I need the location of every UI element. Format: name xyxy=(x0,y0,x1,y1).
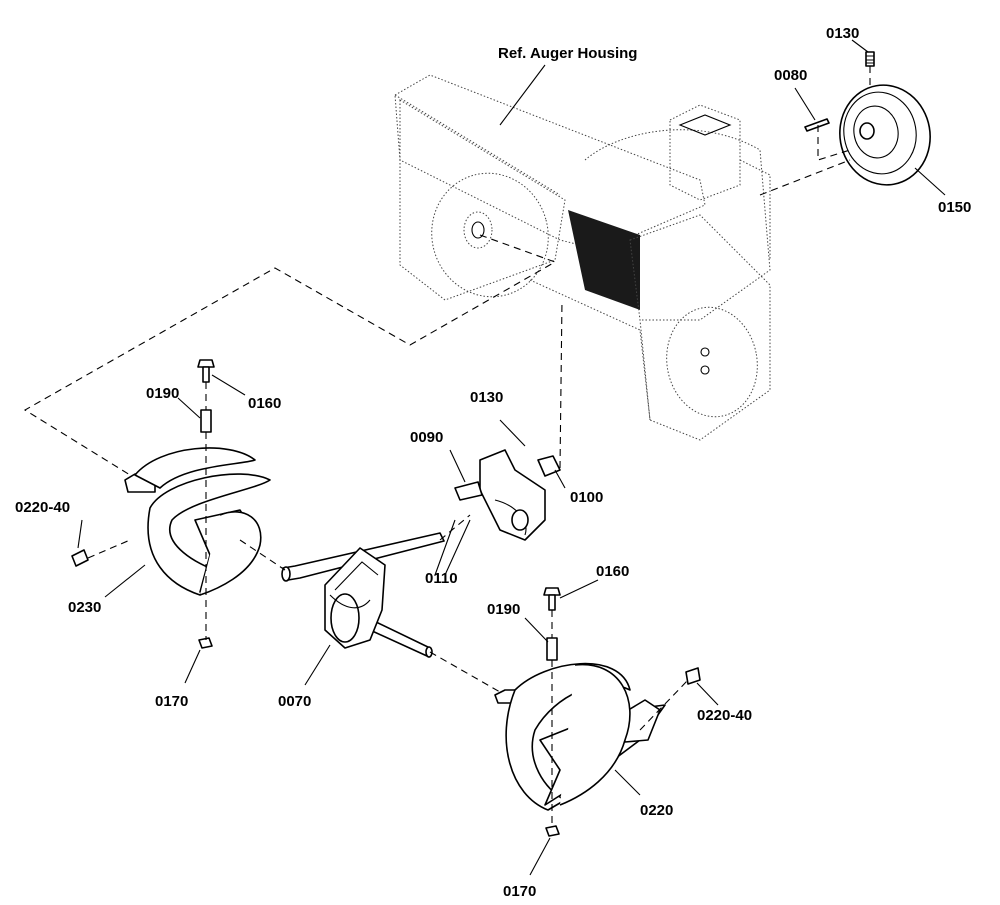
set-screw-top xyxy=(865,51,875,67)
callout-0090: 0090 xyxy=(410,429,443,446)
assembly-lines xyxy=(23,66,871,828)
callout-0080: 0080 xyxy=(774,67,807,84)
callout-0160-left: 0160 xyxy=(248,395,281,412)
callout-0070: 0070 xyxy=(278,693,311,710)
callout-0170-right: 0170 xyxy=(503,883,536,900)
key xyxy=(804,118,830,132)
callout-0160-right: 0160 xyxy=(596,563,629,580)
housing-label: Ref. Auger Housing xyxy=(498,45,637,62)
right-auger xyxy=(494,662,666,811)
bolt-right xyxy=(543,587,561,611)
bearing-bracket xyxy=(454,449,561,541)
auger-housing xyxy=(394,74,771,441)
bearing-left xyxy=(71,549,89,567)
callout-0130-setscrew: 0130 xyxy=(826,25,859,42)
callout-0110: 0110 xyxy=(425,570,458,587)
pulley xyxy=(839,84,931,186)
spacer-right xyxy=(546,637,558,661)
callout-0220-40-left: 0220-40 xyxy=(15,499,70,516)
leader-lines xyxy=(77,39,946,876)
callout-0190-right: 0190 xyxy=(487,601,520,618)
gearbox-shaft xyxy=(281,532,445,658)
callout-0170-left: 0170 xyxy=(155,693,188,710)
nut-right xyxy=(545,825,560,837)
bolt-left xyxy=(197,359,215,383)
callout-0230: 0230 xyxy=(68,599,101,616)
callout-0220-40-right: 0220-40 xyxy=(697,707,752,724)
callout-0130-bracket: 0130 xyxy=(470,389,503,406)
callout-0150: 0150 xyxy=(938,199,971,216)
callout-0220: 0220 xyxy=(640,802,673,819)
bearing-right xyxy=(685,667,701,685)
spacer-left xyxy=(200,409,212,433)
callout-0100: 0100 xyxy=(570,489,603,506)
callout-0190-left: 0190 xyxy=(146,385,179,402)
left-auger xyxy=(124,447,271,596)
